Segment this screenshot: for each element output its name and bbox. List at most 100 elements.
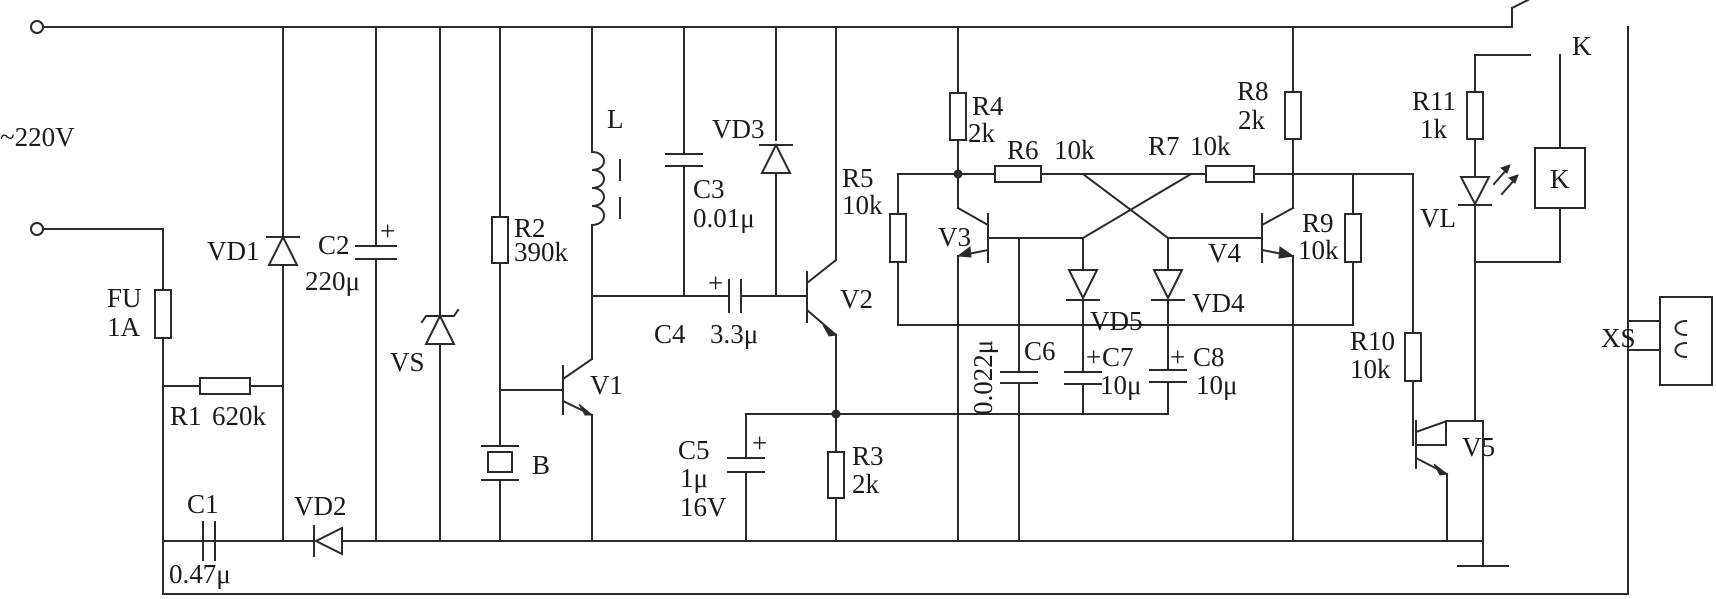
- resistor-r7: [1205, 165, 1255, 183]
- diode-vd5: [1066, 269, 1100, 301]
- r4-value: 2k: [968, 118, 996, 148]
- r3-name: R3: [852, 441, 884, 471]
- r1-name: R1: [170, 401, 202, 431]
- fu-value: 1A: [107, 312, 141, 342]
- b-name: B: [532, 450, 550, 480]
- r1-value: 620k: [212, 401, 267, 431]
- resistor-r3: [827, 451, 845, 499]
- junction-dot: [953, 169, 963, 179]
- c4-plus: +: [708, 268, 723, 298]
- k-coil-label: K: [1550, 164, 1570, 194]
- resistor-r1: [199, 377, 251, 395]
- input-terminal-top: [30, 20, 44, 34]
- c5-voltage: 16V: [680, 492, 727, 522]
- c1-name: C1: [187, 489, 219, 519]
- r9-value: 10k: [1298, 235, 1339, 265]
- diode-vd4: [1151, 269, 1185, 301]
- r10-name: R10: [1350, 326, 1395, 356]
- r7-name: R7: [1148, 131, 1180, 161]
- r11-name: R11: [1412, 86, 1456, 116]
- v5-name: V5: [1462, 432, 1495, 462]
- vl-name: VL: [1420, 203, 1456, 233]
- v2-name: V2: [840, 284, 873, 314]
- fu-name: FU: [107, 283, 142, 313]
- capacitor-c5: [727, 457, 765, 473]
- c8-plus: +: [1170, 342, 1185, 372]
- transistor-v2: [805, 258, 838, 337]
- input-terminal-bottom: [30, 222, 44, 236]
- fuse-fu: [154, 289, 172, 339]
- r8-value: 2k: [1238, 105, 1266, 135]
- c2-plus: +: [380, 216, 395, 246]
- c2-name: C2: [318, 230, 350, 260]
- c3-value: 0.01μ: [693, 203, 755, 233]
- vd1-name: VD1: [207, 236, 260, 266]
- vd5-name: VD5: [1090, 306, 1143, 336]
- resistor-r8: [1284, 91, 1302, 140]
- capacitor-c3: [665, 153, 703, 167]
- resistor-r9: [1344, 213, 1362, 263]
- buzzer-b: [481, 445, 519, 481]
- c6-name: C6: [1024, 336, 1056, 366]
- r4-name: R4: [972, 91, 1004, 121]
- capacitor-c2: [355, 245, 397, 260]
- r8-name: R8: [1237, 76, 1269, 106]
- c7-plus: +: [1086, 342, 1101, 372]
- c2-value: 220μ: [305, 266, 360, 296]
- led-vl: [1458, 164, 1519, 207]
- r3-value: 2k: [852, 469, 880, 499]
- supply-label: ~220V: [0, 122, 75, 152]
- resistor-r6: [994, 165, 1042, 183]
- resistor-r10: [1404, 332, 1422, 382]
- c5-plus: +: [752, 428, 767, 458]
- capacitor-c6: [1000, 371, 1038, 384]
- transistor-v5: [1414, 419, 1449, 542]
- r2-name: R2: [514, 213, 546, 243]
- relay-coil-k: [1534, 147, 1586, 209]
- diode-vd2: [313, 525, 377, 557]
- vd4-name: VD4: [1192, 288, 1245, 318]
- diode-vd1: [266, 234, 300, 266]
- k-switch-label: K: [1572, 31, 1592, 61]
- r2-value: 390k: [514, 237, 569, 267]
- r10-value: 10k: [1350, 354, 1391, 384]
- resistor-r2: [491, 216, 509, 264]
- socket-xs: [1659, 296, 1713, 386]
- r5-value: 10k: [842, 190, 883, 220]
- r6-name: R6: [1007, 135, 1039, 165]
- c1-value: 0.47μ: [169, 559, 231, 589]
- v3-name: V3: [938, 222, 971, 252]
- c3-name: C3: [693, 174, 725, 204]
- v4-name: V4: [1208, 238, 1241, 268]
- zener-vs: [420, 308, 460, 345]
- c5-value: 1μ: [680, 463, 708, 493]
- capacitor-c8: [1149, 369, 1187, 383]
- vs-name: VS: [390, 347, 425, 377]
- inductor-l: [590, 150, 621, 227]
- capacitor-c4: [728, 279, 742, 313]
- junction-dot: [831, 409, 841, 419]
- capacitor-c1: [202, 521, 284, 561]
- c4-value: 3.3μ: [710, 319, 758, 349]
- r5-name: R5: [842, 163, 874, 193]
- resistor-r11: [1466, 91, 1484, 140]
- v1-name: V1: [590, 370, 623, 400]
- c4-name: C4: [654, 319, 686, 349]
- vd2-name: VD2: [294, 491, 347, 521]
- c7-name: C7: [1102, 342, 1134, 372]
- c6-value: 0.022μ: [968, 340, 998, 415]
- wiring: [42, 0, 1661, 595]
- capacitor-c7: [1064, 371, 1102, 385]
- transistor-v3: [956, 206, 990, 263]
- transistor-v1: [561, 357, 594, 417]
- c5-name: C5: [678, 435, 710, 465]
- l-name: L: [607, 104, 624, 134]
- transistor-v4: [1260, 206, 1295, 263]
- xs-name: XS: [1601, 323, 1636, 353]
- resistor-r4: [949, 92, 967, 141]
- vd3-name: VD3: [712, 114, 765, 144]
- resistor-r5: [889, 213, 907, 263]
- c7-value: 10μ: [1100, 370, 1141, 400]
- c8-name: C8: [1193, 342, 1225, 372]
